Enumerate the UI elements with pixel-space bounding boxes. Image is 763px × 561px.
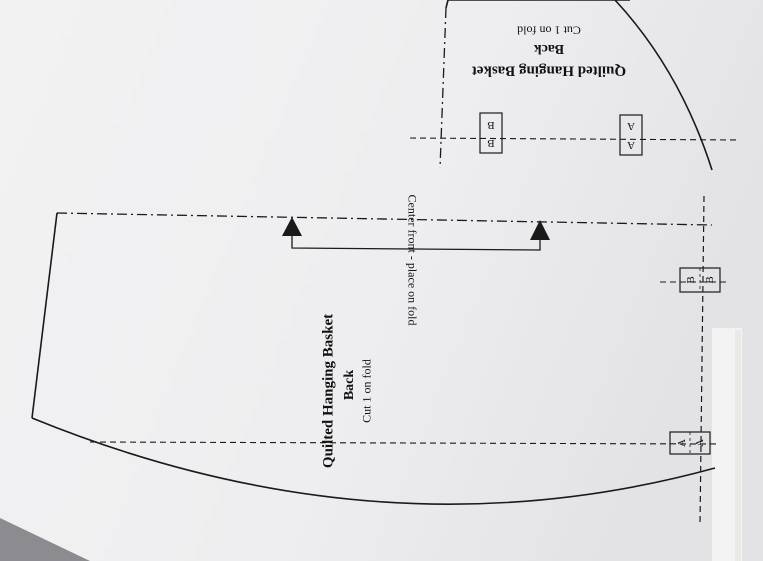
right-piece-title: Quilted Hanging Basket <box>471 62 627 79</box>
left-pattern-piece <box>31 195 730 526</box>
a-notch-line <box>89 441 721 445</box>
right-piece-corner <box>445 0 449 9</box>
left-piece-subtitle: Back <box>342 369 357 401</box>
notch-label-b-3: B <box>487 119 495 131</box>
fold-arrow-right <box>530 220 550 240</box>
notch-label-b-4: B <box>487 137 495 149</box>
left-piece-top-edge <box>31 212 58 419</box>
notch-label-b-2: B <box>704 276 716 284</box>
fold-arrow-left <box>282 217 302 236</box>
tape-strip-edge <box>735 330 741 561</box>
right-pattern-piece <box>409 0 741 171</box>
notch-box-b-right <box>479 112 503 154</box>
fold-line <box>56 212 713 226</box>
notch-label-a-3: A <box>627 120 635 132</box>
right-seam-line <box>409 137 741 141</box>
right-piece-curve <box>614 0 713 171</box>
seam-line-vertical <box>699 195 705 526</box>
notch-label-a-1: A <box>676 439 688 447</box>
fold-bracket <box>291 232 541 251</box>
center-front-note: Center front - place on fold <box>405 194 420 326</box>
right-piece-instruction: Cut 1 on fold <box>517 23 581 38</box>
notch-label-a-4: A <box>627 139 635 151</box>
notch-box-a-right <box>619 114 643 156</box>
right-fold-line <box>439 7 447 169</box>
left-piece-instruction: Cut 1 on fold <box>359 359 374 423</box>
notch-label-b-1: B <box>685 276 697 284</box>
left-piece-curve <box>31 417 716 505</box>
left-piece-title: Quilted Hanging Basket <box>320 313 337 469</box>
right-piece-subtitle: Back <box>533 41 565 56</box>
notch-label-a-2: A <box>694 439 706 447</box>
